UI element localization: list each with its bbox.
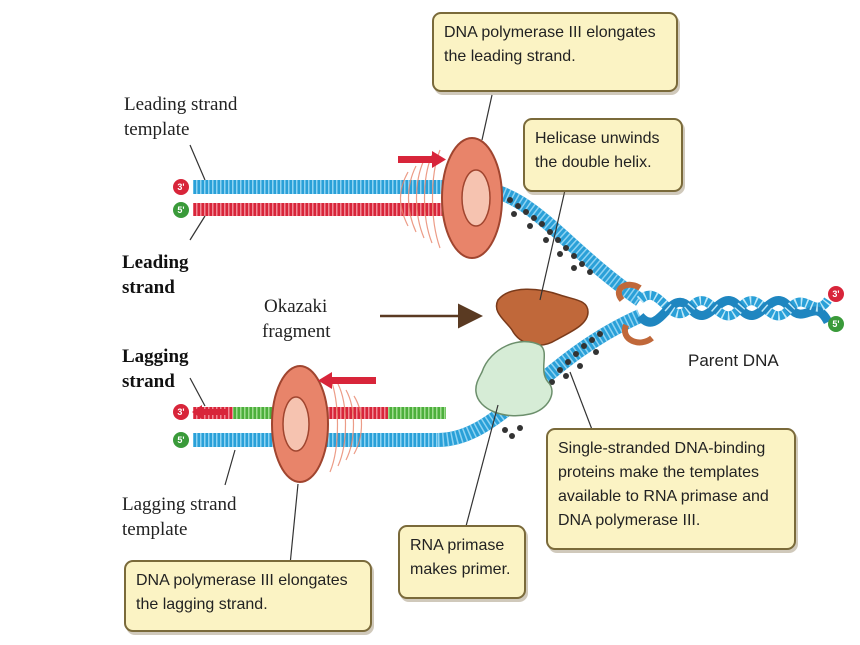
three-prime-end-marker: 3': [173, 179, 189, 195]
dna-polymerase-leading: [399, 137, 503, 259]
five-prime-end-marker: 5': [173, 432, 189, 448]
three-prime-end-marker: 3': [828, 286, 844, 302]
dna-polymerase-lagging: [271, 365, 363, 483]
parent-dna-helix: [636, 290, 833, 327]
ssb-proteins: [502, 197, 603, 439]
lagging-direction-arrow: [192, 372, 376, 419]
three-prime-end-marker: 3': [173, 404, 189, 420]
five-prime-end-marker: 5': [173, 202, 189, 218]
leading-strand-new: [193, 203, 455, 216]
leading-direction-arrow: [398, 151, 446, 168]
rna-primase: [475, 340, 553, 417]
parent-dna-label: Parent DNA: [688, 351, 779, 370]
helicase-enzyme: [495, 281, 654, 346]
five-prime-end-marker: 5': [828, 316, 844, 332]
leader-lines: [189, 94, 597, 566]
